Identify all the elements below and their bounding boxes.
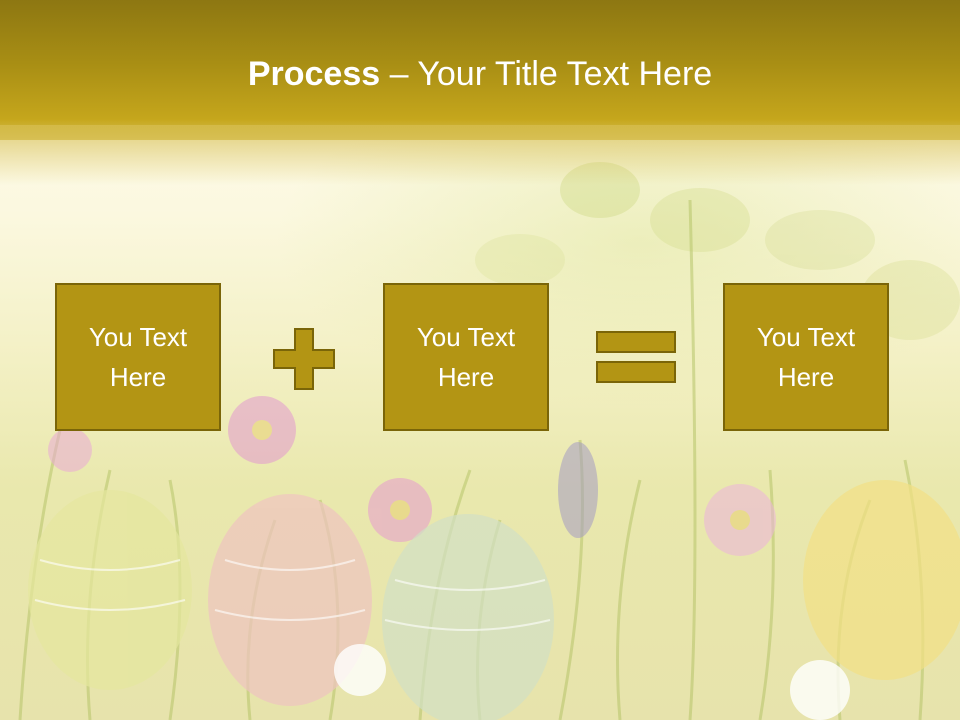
process-box-2-line-1: You Text — [416, 322, 516, 352]
process-box-1-line-1: You Text — [88, 322, 188, 352]
process-box-1-text: You Text Here — [68, 317, 208, 397]
process-box-2-text: You Text Here — [396, 317, 536, 397]
egg-stripes — [34, 559, 551, 631]
process-box-2-line-2: Here — [437, 362, 495, 392]
process-box-3-text: You Text Here — [736, 317, 876, 397]
grape-hyacinth — [558, 442, 598, 538]
process-box-2[interactable]: You Text Here — [383, 283, 549, 431]
process-box-3-line-2: Here — [777, 362, 835, 392]
title-bold-word: Process — [247, 55, 381, 93]
title-bar-fade — [0, 125, 960, 185]
white-daisies — [334, 644, 850, 720]
equals-icon — [596, 331, 676, 383]
pink-flowers — [48, 396, 776, 556]
process-box-3[interactable]: You Text Here — [723, 283, 889, 431]
title-bar — [0, 0, 960, 140]
process-box-1-line-2: Here — [109, 362, 167, 392]
plus-icon — [273, 328, 335, 390]
foliage-blobs — [475, 162, 960, 340]
page-title: Process – Your Title Text Here — [0, 52, 960, 96]
title-separator: – — [380, 55, 418, 93]
process-box-1[interactable]: You Text Here — [55, 283, 221, 431]
title-rest: Your Title Text Here — [417, 55, 713, 93]
easter-eggs — [28, 480, 960, 720]
process-box-3-line-1: You Text — [756, 322, 856, 352]
